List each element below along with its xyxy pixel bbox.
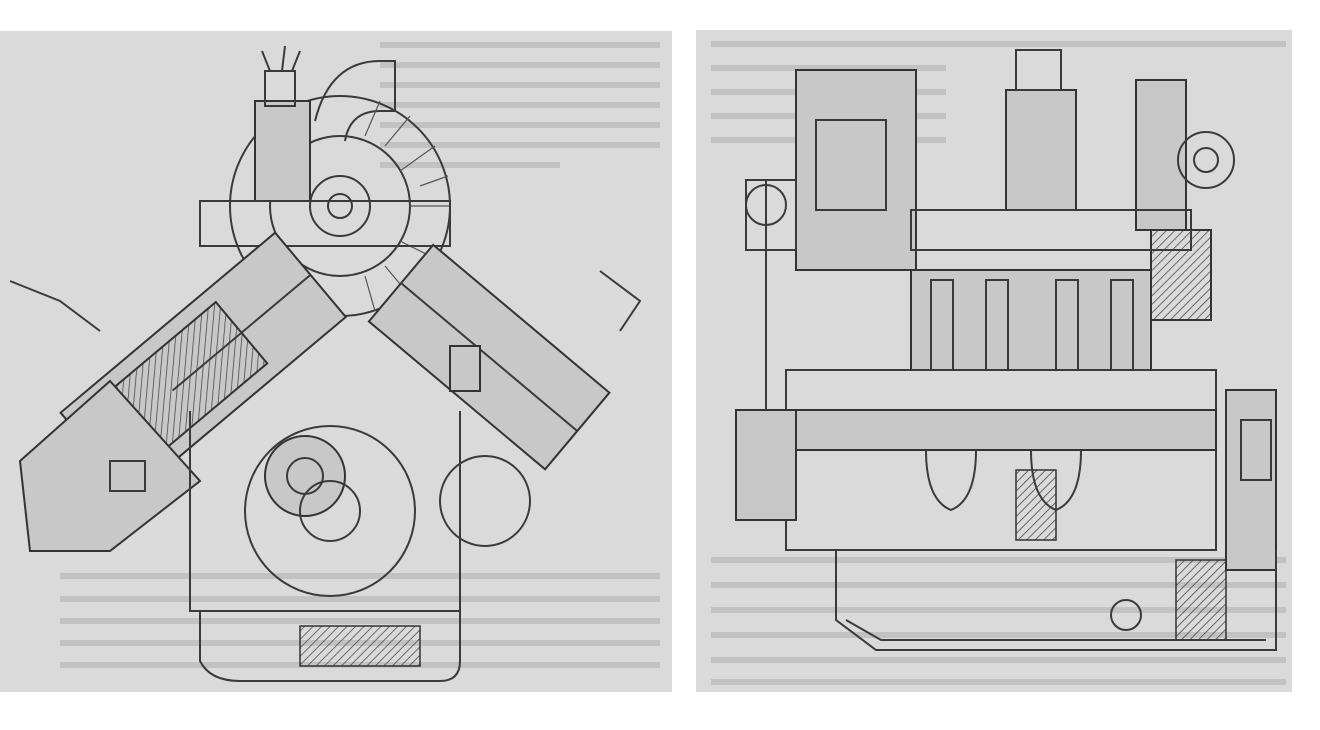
- oil-pan: [835, 550, 1277, 651]
- engine-cross-section-figure: [0, 31, 672, 692]
- right-cylinder-bank: [367, 243, 611, 471]
- oil-sump: [199, 611, 461, 682]
- left-head: [9, 280, 202, 552]
- crankshaft: [735, 180, 1217, 551]
- flywheel-housing: [1175, 389, 1277, 641]
- engine-cross-section-icon: [9, 42, 660, 682]
- carburetor: [199, 45, 451, 247]
- engine-longitudinal-section-figure: [696, 30, 1292, 692]
- engine-longitudinal-section-icon: [711, 41, 1286, 685]
- crankcase: [189, 345, 531, 612]
- exhaust-pipe: [599, 270, 642, 332]
- bleed-through-text: [60, 42, 660, 668]
- top-assembly: [745, 49, 1235, 321]
- cylinders: [910, 269, 1152, 371]
